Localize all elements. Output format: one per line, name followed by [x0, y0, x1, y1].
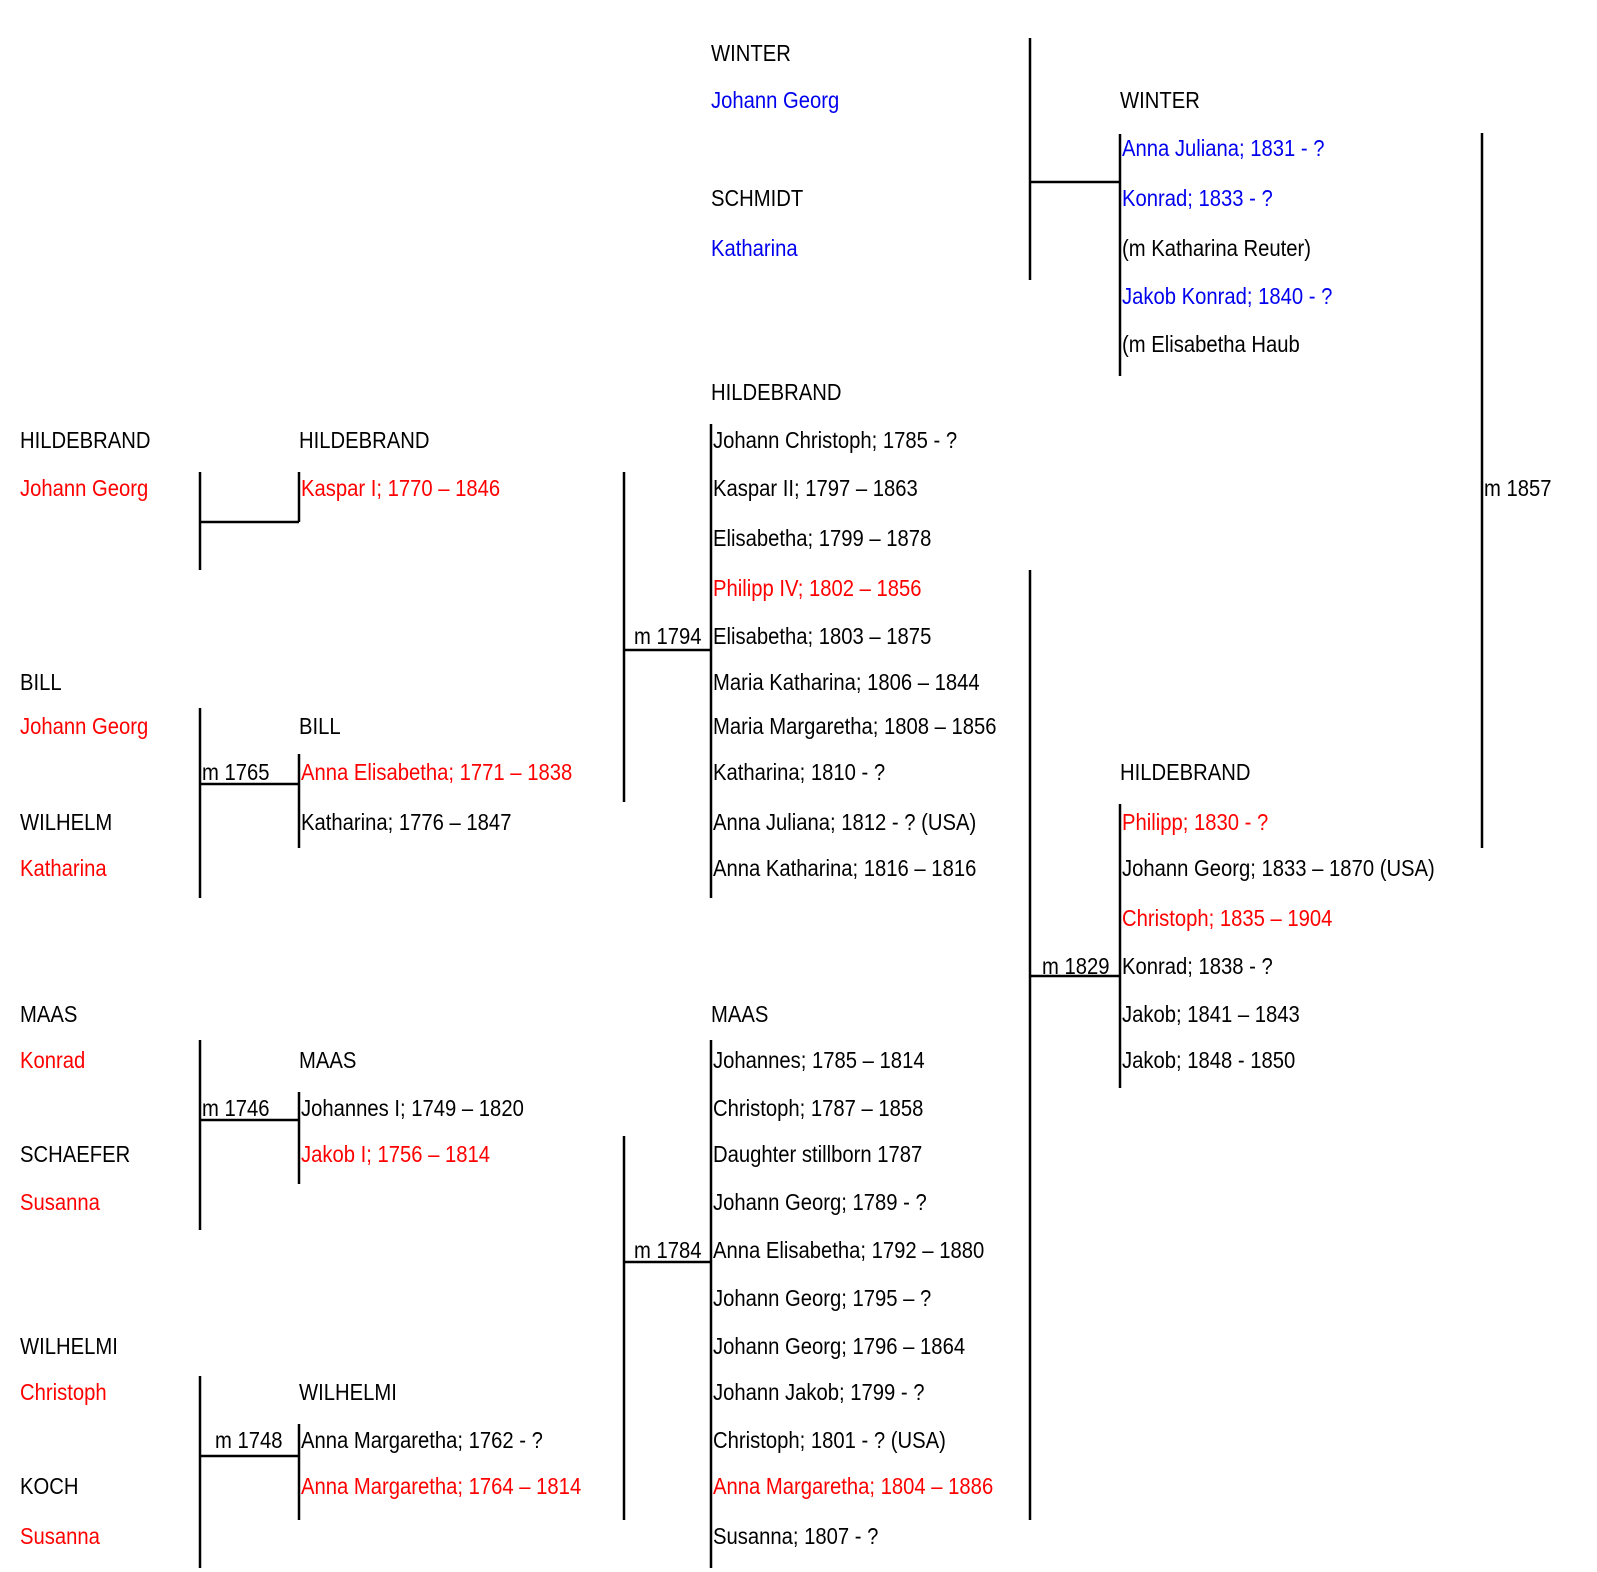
maas-child-7: Johann Georg; 1796 – 1864: [713, 1333, 966, 1359]
maas-child-2: Christoph; 1787 – 1858: [713, 1095, 924, 1121]
winter-children-surname: WINTER: [1120, 87, 1200, 113]
hildebrand-grandchild-3: Christoph; 1835 – 1904: [1122, 905, 1333, 931]
maas-child-3: Daughter stillborn 1787: [713, 1141, 923, 1167]
wilhelmi-child-1: Anna Margaretha; 1762 - ?: [301, 1427, 543, 1453]
hildebrand-grandchild-4: Konrad; 1838 - ?: [1122, 953, 1273, 979]
marriage-1784: m 1784: [634, 1237, 702, 1263]
hildebrand-child-3: Elisabetha; 1799 – 1878: [713, 525, 932, 551]
wilhelmi-children-surname: WILHELMI: [299, 1379, 397, 1405]
gg-koch-given: Susanna: [20, 1523, 100, 1549]
winter-child-anna-juliana: Anna Juliana; 1831 - ?: [1122, 135, 1325, 161]
gg-maas-given: Konrad: [20, 1047, 86, 1073]
gg-maas-surname: MAAS: [20, 1001, 78, 1027]
marriage-1746: m 1746: [202, 1095, 270, 1121]
maas-child-5: Anna Elisabetha; 1792 – 1880: [713, 1237, 985, 1263]
hildebrand-child-7: Maria Margaretha; 1808 – 1856: [713, 713, 997, 739]
maas-child-1: Johannes; 1785 – 1814: [713, 1047, 925, 1073]
winter-surname: WINTER: [711, 40, 791, 66]
winter-child-konrad: Konrad; 1833 - ?: [1122, 185, 1273, 211]
gg-wilhelm-given: Katharina: [20, 855, 107, 881]
gg-bill-surname: BILL: [20, 669, 62, 695]
hildebrand-grandchild-6: Jakob; 1848 - 1850: [1122, 1047, 1296, 1073]
hildebrand-grandchild-1: Philipp; 1830 - ?: [1122, 809, 1269, 835]
maas-parent-surname: MAAS: [299, 1047, 357, 1073]
hildebrand-grandchild-2: Johann Georg; 1833 – 1870 (USA): [1122, 855, 1435, 881]
bill-child-anna-elisabetha: Anna Elisabetha; 1771 – 1838: [301, 759, 573, 785]
hildebrand-children-surname: HILDEBRAND: [711, 379, 842, 405]
marriage-1765: m 1765: [202, 759, 270, 785]
maas-child-11: Susanna; 1807 - ?: [713, 1523, 879, 1549]
schmidt-surname: SCHMIDT: [711, 185, 804, 211]
bill-children-surname: BILL: [299, 713, 341, 739]
hildebrand-child-4: Philipp IV; 1802 – 1856: [713, 575, 922, 601]
maas-parent-johannes: Johannes I; 1749 – 1820: [301, 1095, 524, 1121]
maas-child-9: Christoph; 1801 - ? (USA): [713, 1427, 946, 1453]
winter-child-konrad-spouse: (m Katharina Reuter): [1122, 235, 1311, 261]
hildebrand-parent-surname: HILDEBRAND: [299, 427, 430, 453]
schmidt-given: Katharina: [711, 235, 798, 261]
hildebrand-child-8: Katharina; 1810 - ?: [713, 759, 886, 785]
maas-child-8: Johann Jakob; 1799 - ?: [713, 1379, 925, 1405]
hildebrand-child-6: Maria Katharina; 1806 – 1844: [713, 669, 980, 695]
maas-child-6: Johann Georg; 1795 – ?: [713, 1285, 932, 1311]
maas-children-surname: MAAS: [711, 1001, 769, 1027]
hildebrand-child-1: Johann Christoph; 1785 - ?: [713, 427, 958, 453]
gg-koch-surname: KOCH: [20, 1473, 79, 1499]
marriage-1794: m 1794: [634, 623, 702, 649]
gg-wilhelm-surname: WILHELM: [20, 809, 113, 835]
bill-child-katharina: Katharina; 1776 – 1847: [301, 809, 512, 835]
wilhelmi-child-2: Anna Margaretha; 1764 – 1814: [301, 1473, 582, 1499]
gg-bill-given: Johann Georg: [20, 713, 149, 739]
hildebrand-child-10: Anna Katharina; 1816 – 1816: [713, 855, 977, 881]
gg-schaefer-given: Susanna: [20, 1189, 100, 1215]
maas-child-10: Anna Margaretha; 1804 – 1886: [713, 1473, 994, 1499]
gg-hildebrand-given: Johann Georg: [20, 475, 149, 501]
hildebrand-grandchildren-surname: HILDEBRAND: [1120, 759, 1251, 785]
gg-wilhelmi-surname: WILHELMI: [20, 1333, 118, 1359]
winter-child-jakob-konrad-spouse: (m Elisabetha Haub: [1122, 331, 1300, 357]
hildebrand-child-5: Elisabetha; 1803 – 1875: [713, 623, 932, 649]
gg-hildebrand-surname: HILDEBRAND: [20, 427, 151, 453]
hildebrand-child-2: Kaspar II; 1797 – 1863: [713, 475, 918, 501]
hildebrand-grandchild-5: Jakob; 1841 – 1843: [1122, 1001, 1300, 1027]
hildebrand-parent-kaspar: Kaspar I; 1770 – 1846: [301, 475, 501, 501]
gg-schaefer-surname: SCHAEFER: [20, 1141, 131, 1167]
hildebrand-child-9: Anna Juliana; 1812 - ? (USA): [713, 809, 977, 835]
marriage-1748: m 1748: [215, 1427, 283, 1453]
maas-parent-jakob: Jakob I; 1756 – 1814: [301, 1141, 491, 1167]
marriage-1829: m 1829: [1042, 953, 1110, 979]
maas-child-4: Johann Georg; 1789 - ?: [713, 1189, 927, 1215]
winter-given: Johann Georg: [711, 87, 840, 113]
gg-wilhelmi-given: Christoph: [20, 1379, 107, 1405]
winter-child-jakob-konrad: Jakob Konrad; 1840 - ?: [1122, 283, 1333, 309]
marriage-1857: m 1857: [1484, 475, 1552, 501]
